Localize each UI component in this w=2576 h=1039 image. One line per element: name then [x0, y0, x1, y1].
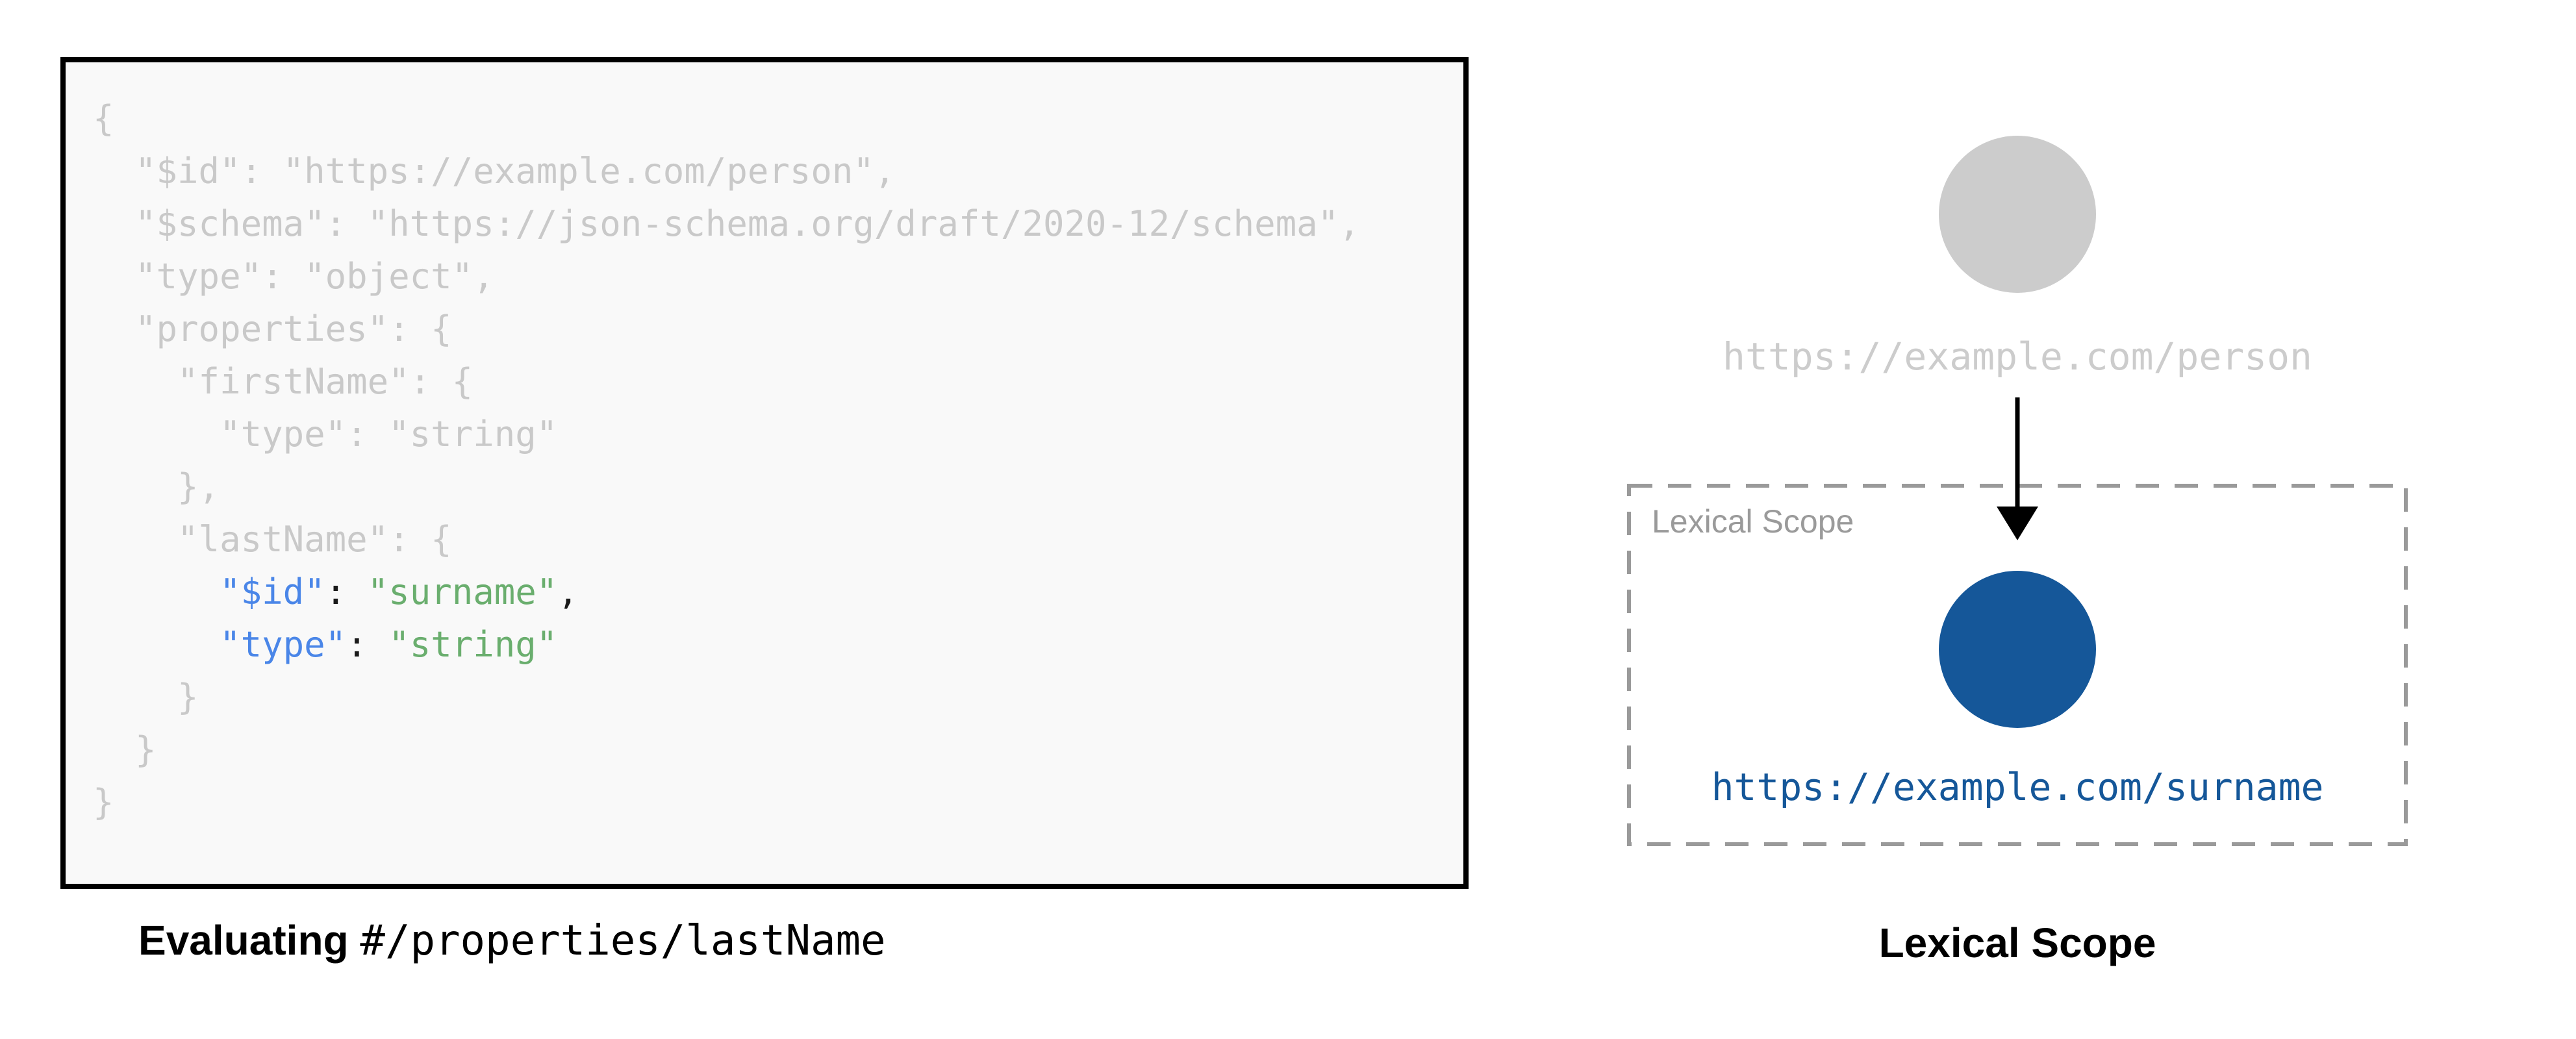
child-schema-node: [1939, 571, 2096, 728]
code-line: "$id": "https://example.com/person",: [93, 145, 1444, 197]
lexical-scope-dashed-border: [1627, 484, 2408, 846]
code-token: "$id": [220, 571, 325, 612]
code-token: :: [346, 624, 389, 665]
code-line: "type": "string": [93, 618, 1444, 671]
code-token: :: [325, 571, 368, 612]
code-token: [93, 571, 220, 612]
parent-schema-node: [1939, 136, 2096, 293]
schema-code-panel: { "$id": "https://example.com/person", "…: [60, 57, 1469, 889]
code-token: },: [93, 466, 220, 507]
code-token: }: [93, 729, 157, 770]
code-line: }: [93, 723, 1444, 776]
child-schema-uri-label: https://example.com/surname: [1711, 765, 2324, 809]
code-token: "lastName": {: [93, 519, 452, 560]
code-token: "$id": "https://example.com/person",: [93, 151, 896, 192]
lexical-scope-box: Lexical Scope: [1627, 484, 2408, 846]
schema-code-lines: { "$id": "https://example.com/person", "…: [66, 62, 1463, 884]
code-token: {: [93, 98, 114, 139]
code-line: "firstName": {: [93, 355, 1444, 408]
code-token: }: [93, 677, 199, 718]
code-token: "properties": {: [93, 308, 452, 349]
lexical-scope-box-label: Lexical Scope: [1652, 503, 1854, 540]
code-line: "type": "object",: [93, 250, 1444, 303]
arrow-down: [1997, 397, 2038, 540]
code-token: "type": "object",: [93, 256, 494, 297]
evaluating-caption-prefix: Evaluating: [138, 917, 360, 964]
lexical-scope-caption: Lexical Scope: [1878, 920, 2156, 966]
evaluating-caption: Evaluating #/properties/lastName: [138, 912, 886, 970]
code-line: }: [93, 776, 1444, 829]
code-line: "$id": "surname",: [93, 566, 1444, 618]
code-token: ,: [557, 571, 579, 612]
code-line: "properties": {: [93, 303, 1444, 355]
code-line: },: [93, 460, 1444, 513]
code-line: "$schema": "https://json-schema.org/draf…: [93, 197, 1444, 250]
code-line: {: [93, 92, 1444, 145]
code-token: "firstName": {: [93, 361, 474, 402]
code-token: }: [93, 782, 114, 823]
code-line: "type": "string": [93, 408, 1444, 460]
evaluating-caption-pointer: #/properties/lastName: [360, 917, 886, 965]
code-token: "$schema": "https://json-schema.org/draf…: [93, 203, 1360, 244]
code-token: [93, 624, 220, 665]
code-token: "type": [220, 624, 347, 665]
code-token: "surname": [367, 571, 558, 612]
parent-schema-uri-label: https://example.com/person: [1723, 334, 2312, 379]
code-token: "string": [388, 624, 558, 665]
code-line: }: [93, 671, 1444, 723]
code-token: "type": "string": [93, 414, 558, 455]
code-line: "lastName": {: [93, 513, 1444, 566]
